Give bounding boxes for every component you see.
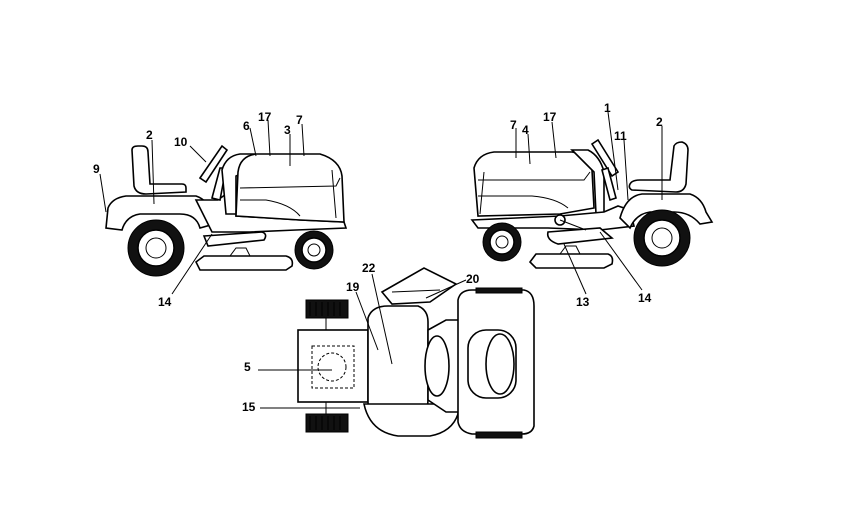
callout-right-1: 1: [604, 101, 611, 115]
callout-top-5: 5: [244, 360, 251, 374]
left-side-panel: [202, 231, 267, 247]
right-side-panel: [546, 227, 614, 245]
callout-labels: 2 10 6 17 3 7 9 14 7 4 17 1 11 2 13 14 2…: [93, 101, 663, 414]
top-front-right-tire: [475, 431, 523, 439]
callout-left-14: 14: [158, 295, 172, 309]
top-fuel-cap-outline: [311, 345, 355, 389]
callout-right-14: 14: [638, 291, 652, 305]
callout-right-7: 7: [510, 118, 517, 132]
top-fuel-cap: [317, 352, 347, 382]
left-steering-wheel: [198, 144, 229, 184]
callout-left-17: 17: [258, 110, 272, 124]
callout-left-3: 3: [284, 123, 291, 137]
left-hood-crease-lower: [240, 199, 301, 217]
callout-top-22: 22: [362, 261, 376, 275]
right-seat: [628, 141, 689, 193]
callout-right-11: 11: [614, 129, 627, 143]
callout-left-10: 10: [174, 135, 188, 149]
top-mower-deck: [363, 403, 459, 437]
right-steering-column: [601, 166, 617, 202]
right-hood: [473, 151, 595, 217]
callout-right-4: 4: [522, 123, 529, 137]
callout-right-17: 17: [543, 110, 557, 124]
callout-right-13: 13: [576, 295, 590, 309]
callout-right-2: 2: [656, 115, 663, 129]
top-seat-body: [367, 305, 429, 415]
left-grille: [331, 169, 337, 219]
right-tractor-side-view: [470, 138, 714, 269]
right-grille: [479, 171, 485, 215]
callout-left-7: 7: [296, 113, 303, 127]
right-steering-wheel: [590, 138, 620, 178]
top-view: [297, 267, 535, 439]
top-rear-fender: [297, 329, 369, 403]
callout-left-9: 9: [93, 162, 100, 176]
callout-left-2: 2: [146, 128, 153, 142]
callout-top-19: 19: [346, 280, 360, 294]
left-mower-deck: [194, 255, 294, 271]
top-rear-left-tire: [305, 299, 349, 319]
callout-top-15: 15: [242, 400, 256, 414]
left-hood: [235, 153, 345, 223]
callout-top-20: 20: [466, 272, 480, 286]
top-hood-vent: [485, 333, 515, 395]
top-steering-wheel: [424, 335, 450, 397]
left-hood-crease: [239, 177, 341, 189]
top-rear-right-tire: [305, 413, 349, 433]
left-tractor-side-view: [105, 144, 348, 277]
top-discharge-chute: [380, 267, 458, 305]
left-seat: [131, 145, 187, 195]
top-front-left-tire: [475, 287, 523, 294]
callout-left-6: 6: [243, 119, 250, 133]
leader-lines: [99, 111, 663, 409]
